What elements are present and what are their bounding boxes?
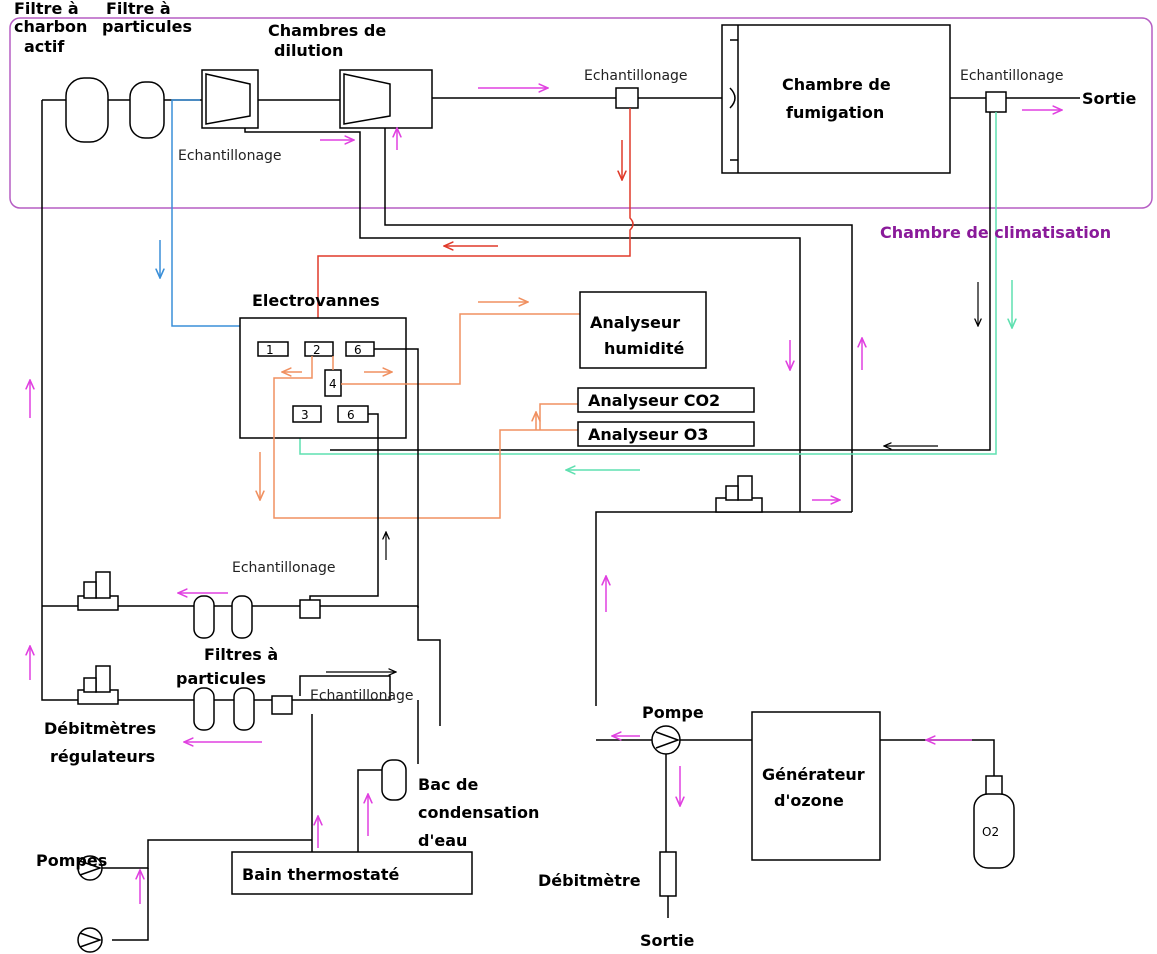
ozone-line [595,511,852,706]
dilution-chambers-label-2: dilution [274,41,343,60]
pumps-label: Pompes [36,851,107,870]
sortie-bottom-label: Sortie [640,931,695,950]
o2-label: O2 [982,825,999,839]
electrovannes-label: Electrovannes [252,291,380,310]
o3-analyser-label: Analyseur O3 [588,425,708,444]
sampling-port-1 [615,87,639,109]
flow-controller-icon [77,571,119,611]
o2-supply-line [880,739,995,776]
dilution-return-line-1 [244,128,801,512]
electrovannes-box [239,317,407,439]
condensation-bac-label-1: Bac de [418,775,479,794]
particle-filter [193,595,215,639]
red-sampling-line [317,108,634,342]
particle-filter [231,595,253,639]
pump-line-1 [100,839,312,869]
particle-filter-top [129,81,165,139]
green-sampling-line [299,112,997,455]
valve-1-label: 1 [266,343,274,357]
ozone-generator-label-1: Générateur [762,765,865,784]
valve-6b-label: 6 [347,408,355,422]
sampling-label: Echantillonage [310,688,414,704]
condensation-bac-label-3: d'eau [418,831,467,850]
humidity-analyser-label-1: Analyseur [590,313,680,332]
pump-icon [77,927,103,953]
flow-controller-icon [77,665,119,705]
sampling-label: Echantillonage [232,560,336,576]
dilution-return-line-2 [384,128,853,512]
thermostat-bath-label: Bain thermostaté [242,865,400,884]
co2-analyser-label: Analyseur CO2 [588,391,720,410]
humidity-analyser-label-2: humidité [604,339,685,358]
ozone-pump-icon [651,725,681,755]
condensation-bac-label-2: condensation [418,803,539,822]
valve-2 [304,341,334,357]
top-enclosure-frame [9,17,1153,209]
outlet-return-line [330,112,991,451]
particle-filter [193,687,215,731]
condensation-feed-line [417,606,441,726]
o2-bottle [973,775,1015,869]
sampling-label: Echantillonage [584,68,688,84]
condensation-out-line [357,769,382,852]
particle-filters-bottom-label-2: particules [176,669,266,688]
charcoal-filter [65,77,109,143]
ozone-generator-label-2: d'ozone [774,791,844,810]
sampling-3-link [292,675,391,701]
dilution-chambers-label-1: Chambres de [268,21,386,40]
particle-filter-top-label-2: particules [102,17,192,36]
sampling-port-3 [271,695,293,715]
ozone-generator-box [751,711,881,861]
fumigation-chamber-label-1: Chambre de [782,75,891,94]
sampling-port-out [985,91,1007,113]
valve-3-label: 3 [301,408,309,422]
sortie-top-label: Sortie [1082,89,1137,108]
fumigation-chamber-label-2: fumigation [786,103,884,122]
valve-2-label: 2 [313,343,321,357]
condensation-bac [381,759,407,801]
particle-filter [233,687,255,731]
sampling-port-2 [299,599,321,619]
co2-analyser-box [577,387,755,413]
climatisation-chamber-label: Chambre de climatisation [880,223,1111,242]
flow-controllers-label-1: Débitmètres [44,719,156,738]
valve-3 [292,405,322,423]
pump-label: Pompe [642,703,704,722]
charcoal-filter-label-2: charbon [14,17,87,36]
thermostat-bath-box [231,851,473,895]
valve-6a-label: 6 [354,343,362,357]
charcoal-filter-label-1: Filtre à [14,0,79,18]
valve6a-line [374,348,419,608]
pump-icon [77,855,103,881]
dilution-chamber-2 [339,69,433,129]
sampling-label: Echantillonage [178,148,282,164]
valve-1 [257,341,289,357]
flowmeter-box [659,851,677,897]
left-supply-line [41,100,78,701]
particle-filter-top-label-1: Filtre à [106,0,171,18]
flowmeter-label: Débitmètre [538,871,641,890]
valve-4-label: 4 [329,377,337,391]
o3-analyser-box [577,421,755,447]
flow-controllers-label-2: régulateurs [50,747,155,766]
particle-filters-bottom-label-1: Filtres à [204,645,278,664]
humidity-analyser-box [579,291,707,369]
fumigation-chamber [721,24,951,174]
sampling-label: Echantillonage [960,68,1064,84]
valve6b-line [309,413,379,604]
dilution-chamber-1 [201,69,259,129]
flow-controller-icon [715,475,763,513]
pump-line-2 [112,868,149,941]
charcoal-filter-label-3: actif [24,37,65,56]
